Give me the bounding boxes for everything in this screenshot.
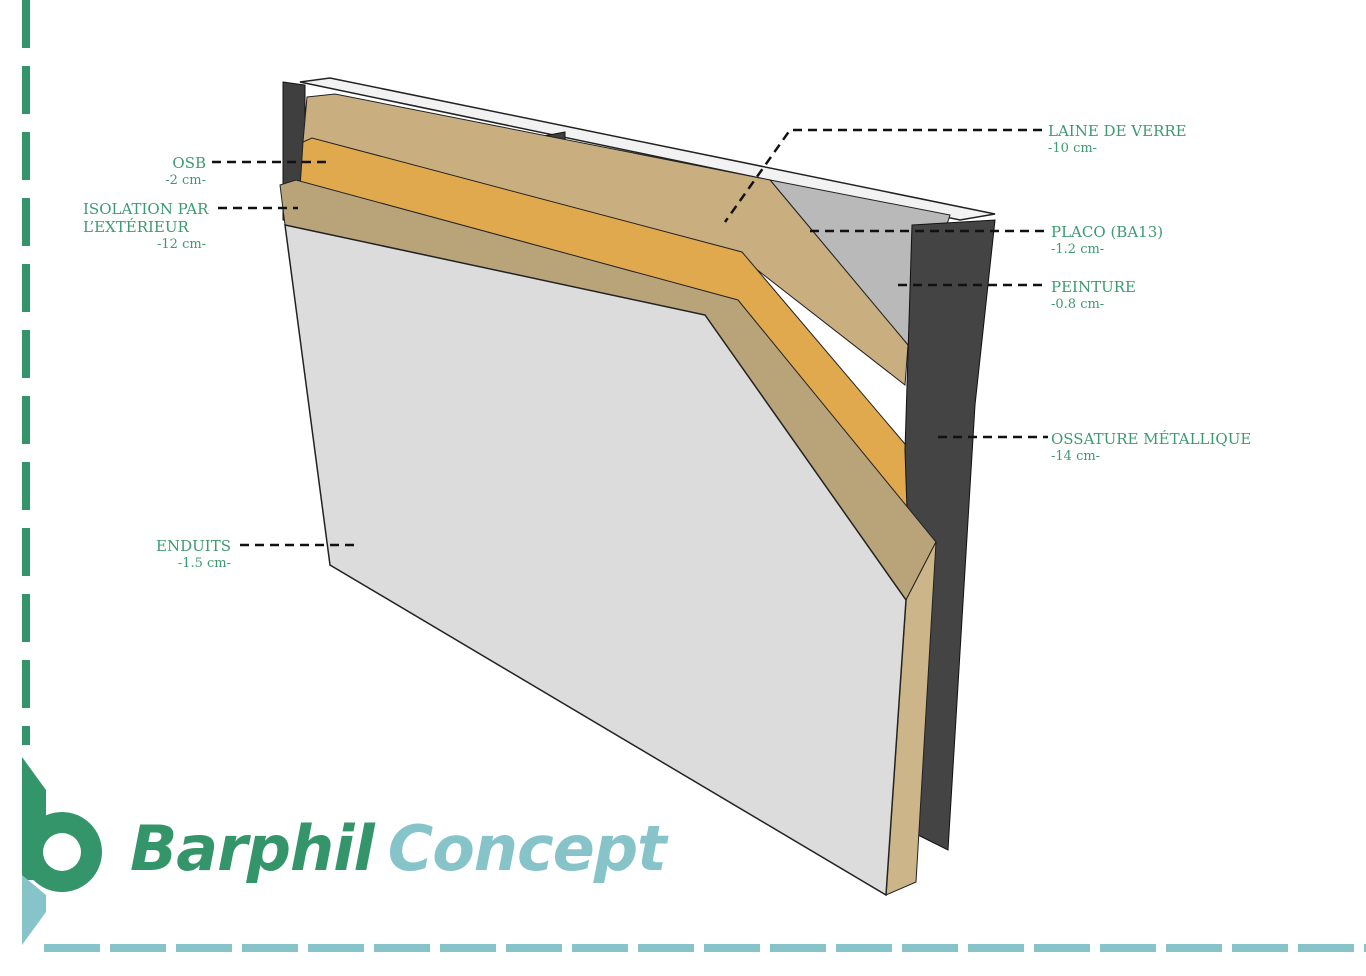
osb-size: -2 cm- xyxy=(165,173,206,188)
placo-note: (BA13) xyxy=(1110,223,1164,241)
logo-word-concept: Concept xyxy=(387,812,667,885)
label-isolation: ISOLATION PAR L’EXTÉRIEUR -12 cm- xyxy=(83,200,208,254)
laine-size: -10 cm- xyxy=(1048,141,1098,156)
enduits-layer xyxy=(284,224,907,897)
placo-title: PLACO xyxy=(1051,223,1106,241)
ossature-title: OSSATURE MÉTALLIQUE xyxy=(1051,430,1252,448)
label-enduits: ENDUITS -1.5 cm- xyxy=(156,537,231,573)
isolation-size: -12 cm- xyxy=(157,237,207,252)
ossature-size: -14 cm- xyxy=(1051,449,1101,464)
logo-word-barphil: Barphil xyxy=(130,812,375,885)
label-laine: LAINE DE VERRE -10 cm- xyxy=(1048,122,1187,158)
isolation-title-2: L’EXTÉRIEUR xyxy=(83,218,189,236)
enduits-size: -1.5 cm- xyxy=(177,556,231,571)
laine-title: LAINE DE VERRE xyxy=(1048,122,1187,140)
label-placo: PLACO (BA13) -1.2 cm- xyxy=(1051,223,1163,259)
peinture-title: PEINTURE xyxy=(1051,278,1136,296)
placo-size: -1.2 cm- xyxy=(1051,242,1105,257)
leader-lines xyxy=(212,128,1048,547)
enduits-title: ENDUITS xyxy=(156,537,231,555)
peinture-size: -0.8 cm- xyxy=(1051,297,1105,312)
label-osb: OSB -2 cm- xyxy=(165,154,206,190)
logo-b-icon xyxy=(22,757,102,945)
label-peinture: PEINTURE -0.8 cm- xyxy=(1051,278,1136,314)
label-ossature: OSSATURE MÉTALLIQUE -14 cm- xyxy=(1051,430,1251,466)
isolation-title-1: ISOLATION PAR xyxy=(83,200,209,218)
osb-title: OSB xyxy=(172,154,206,172)
